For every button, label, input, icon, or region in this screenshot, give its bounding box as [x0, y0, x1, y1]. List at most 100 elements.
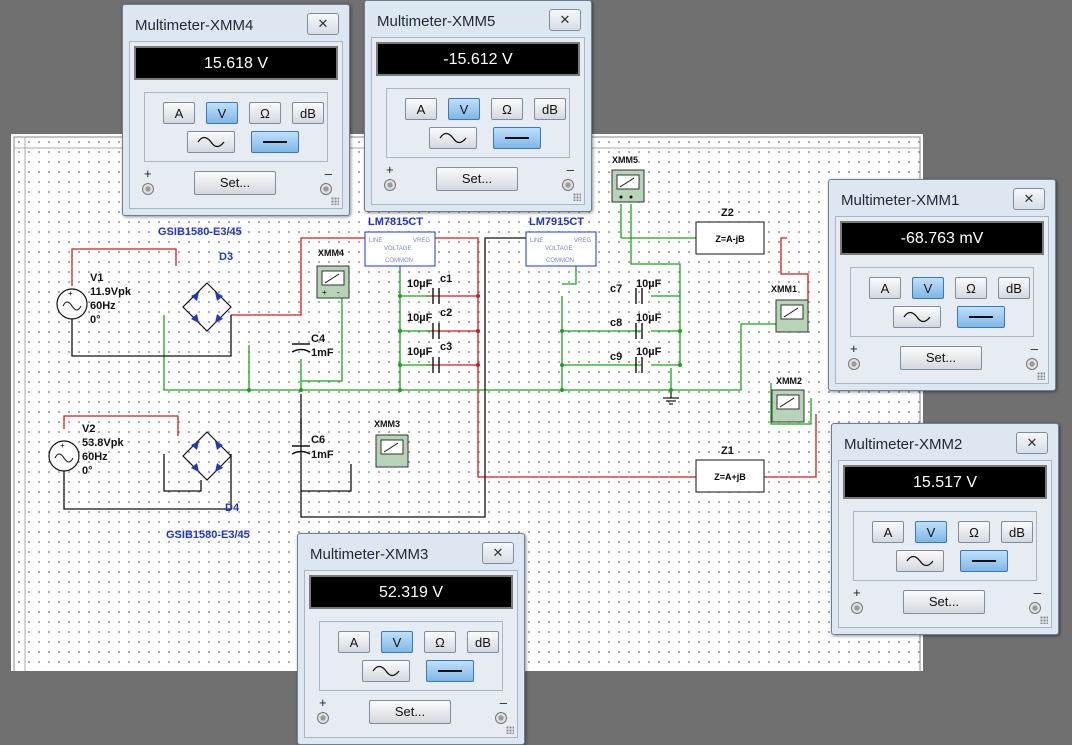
- ac-mode-button[interactable]: [896, 550, 944, 572]
- probe-xmm3[interactable]: [375, 434, 409, 468]
- dc-line-icon: [505, 137, 529, 139]
- schematic-workspace[interactable]: + + LINE VREG V: [11, 134, 923, 671]
- xmm3-tag: XMM3: [374, 419, 400, 429]
- multimeter-window-xmm3[interactable]: Multimeter-XMM3 ✕ 52.319 V A V Ω dB Set.…: [297, 533, 525, 745]
- decibel-mode-button[interactable]: dB: [292, 102, 324, 124]
- bridge-rectifier-d3[interactable]: [182, 282, 232, 332]
- capacitor-c6[interactable]: [291, 445, 311, 455]
- capacitors-neg[interactable]: [635, 288, 643, 373]
- ohmmeter-mode-button[interactable]: Ω: [424, 631, 456, 653]
- set-button[interactable]: Set...: [903, 590, 985, 614]
- close-button[interactable]: ✕: [307, 13, 339, 35]
- impedance-z1[interactable]: Z=A+jB: [695, 459, 765, 493]
- ohmmeter-mode-button[interactable]: Ω: [955, 277, 987, 299]
- reg-neg-voltage: VOLTAGE: [545, 246, 572, 252]
- ammeter-mode-button[interactable]: A: [869, 277, 901, 299]
- reg-neg-common: COMMON: [546, 258, 574, 264]
- bridge-rectifier-d4[interactable]: [182, 431, 232, 481]
- positive-terminal-icon[interactable]: [384, 179, 396, 191]
- ammeter-mode-button[interactable]: A: [405, 98, 437, 120]
- positive-terminal-icon[interactable]: [848, 358, 860, 370]
- close-button[interactable]: ✕: [482, 542, 514, 564]
- ammeter-mode-button[interactable]: A: [338, 631, 370, 653]
- mode-panel: A V Ω dB: [144, 92, 328, 162]
- multimeter-window-xmm4[interactable]: Multimeter-XMM4 ✕ 15.618 V A V Ω dB Set.…: [122, 4, 350, 216]
- ground-icon: [663, 392, 679, 405]
- set-button[interactable]: Set...: [194, 171, 276, 195]
- positive-terminal-icon[interactable]: [142, 183, 154, 195]
- probe-xmm5[interactable]: [611, 169, 645, 203]
- capacitor-c4[interactable]: [291, 343, 311, 353]
- ac-mode-button[interactable]: [429, 127, 477, 149]
- ac-mode-button[interactable]: [893, 306, 941, 328]
- impedance-z2[interactable]: Z=A-jB: [695, 221, 765, 255]
- multimeter-window-xmm2[interactable]: Multimeter-XMM2 ✕ 15.517 V A V Ω dB Set.…: [831, 423, 1059, 635]
- d3-label: D3: [219, 251, 233, 263]
- negative-terminal-icon[interactable]: [320, 183, 332, 195]
- close-button[interactable]: ✕: [1016, 432, 1048, 454]
- close-button[interactable]: ✕: [1013, 188, 1045, 210]
- voltmeter-mode-button[interactable]: V: [912, 277, 944, 299]
- set-button[interactable]: Set...: [900, 346, 982, 370]
- negative-terminal-icon[interactable]: [495, 712, 507, 724]
- resize-grip-icon[interactable]: [1040, 616, 1048, 624]
- decibel-mode-button[interactable]: dB: [467, 631, 499, 653]
- ac-mode-button[interactable]: [362, 660, 410, 682]
- voltmeter-mode-button[interactable]: V: [381, 631, 413, 653]
- resize-grip-icon[interactable]: [331, 197, 339, 205]
- positive-terminal-icon[interactable]: [851, 602, 863, 614]
- decibel-mode-button[interactable]: dB: [998, 277, 1030, 299]
- ac-source-v2[interactable]: +: [48, 440, 80, 472]
- reg-pos-vreg: VREG: [413, 238, 430, 244]
- regulator-lm7915[interactable]: LINE VREG VOLTAGE COMMON: [525, 231, 597, 267]
- circuit-schematic[interactable]: + + LINE VREG V: [11, 134, 923, 671]
- voltmeter-mode-button[interactable]: V: [915, 521, 947, 543]
- minus-sign: –: [1030, 341, 1038, 356]
- decibel-mode-button[interactable]: dB: [1001, 521, 1033, 543]
- z1-expr: Z=A+jB: [714, 472, 746, 482]
- resize-grip-icon[interactable]: [1037, 372, 1045, 380]
- voltmeter-mode-button[interactable]: V: [448, 98, 480, 120]
- dc-line-icon: [969, 316, 993, 318]
- negative-terminal-icon[interactable]: [1026, 358, 1038, 370]
- resize-grip-icon[interactable]: [573, 193, 581, 201]
- set-button[interactable]: Set...: [436, 167, 518, 191]
- window-title: Multimeter-XMM2: [844, 436, 963, 453]
- multimeter-window-xmm5[interactable]: Multimeter-XMM5 ✕ -15.612 V A V Ω dB Set…: [364, 0, 592, 212]
- probe-xmm2[interactable]: [771, 389, 805, 423]
- ohmmeter-mode-button[interactable]: Ω: [958, 521, 990, 543]
- reg-neg-label: LM7915CT: [529, 216, 584, 228]
- ohmmeter-mode-button[interactable]: Ω: [249, 102, 281, 124]
- c7-value: 10µF: [636, 278, 662, 290]
- dc-mode-button[interactable]: [426, 660, 474, 682]
- dc-mode-button[interactable]: [960, 550, 1008, 572]
- dc-mode-button[interactable]: [957, 306, 1005, 328]
- probe-xmm1[interactable]: [775, 299, 809, 333]
- v1-name: V1: [90, 272, 103, 284]
- close-button[interactable]: ✕: [549, 9, 581, 31]
- ammeter-mode-button[interactable]: A: [163, 102, 195, 124]
- decibel-mode-button[interactable]: dB: [534, 98, 566, 120]
- dc-mode-button[interactable]: [493, 127, 541, 149]
- dc-mode-button[interactable]: [251, 131, 299, 153]
- positive-terminal-icon[interactable]: [317, 712, 329, 724]
- voltmeter-mode-button[interactable]: V: [206, 102, 238, 124]
- ac-source-v1[interactable]: +: [56, 288, 88, 320]
- xmm2-tag: XMM2: [776, 376, 802, 386]
- negative-terminal-icon[interactable]: [562, 179, 574, 191]
- ohmmeter-mode-button[interactable]: Ω: [491, 98, 523, 120]
- capacitors-pos[interactable]: [432, 288, 440, 373]
- c2-value: 10µF: [407, 312, 433, 324]
- multimeter-window-xmm1[interactable]: Multimeter-XMM1 ✕ -68.763 mV A V Ω dB Se…: [828, 179, 1056, 391]
- regulator-lm7815[interactable]: LINE VREG VOLTAGE COMMON: [364, 231, 436, 267]
- reg-neg-vreg: VREG: [574, 238, 591, 244]
- resize-grip-icon[interactable]: [506, 726, 514, 734]
- negative-terminal-icon[interactable]: [1029, 602, 1041, 614]
- c3-name: c3: [440, 341, 452, 353]
- probe-xmm4[interactable]: +-: [316, 265, 350, 299]
- reg-pos-line: LINE: [369, 238, 382, 244]
- v2-freq: 60Hz: [82, 451, 108, 463]
- ac-mode-button[interactable]: [187, 131, 235, 153]
- set-button[interactable]: Set...: [369, 700, 451, 724]
- ammeter-mode-button[interactable]: A: [872, 521, 904, 543]
